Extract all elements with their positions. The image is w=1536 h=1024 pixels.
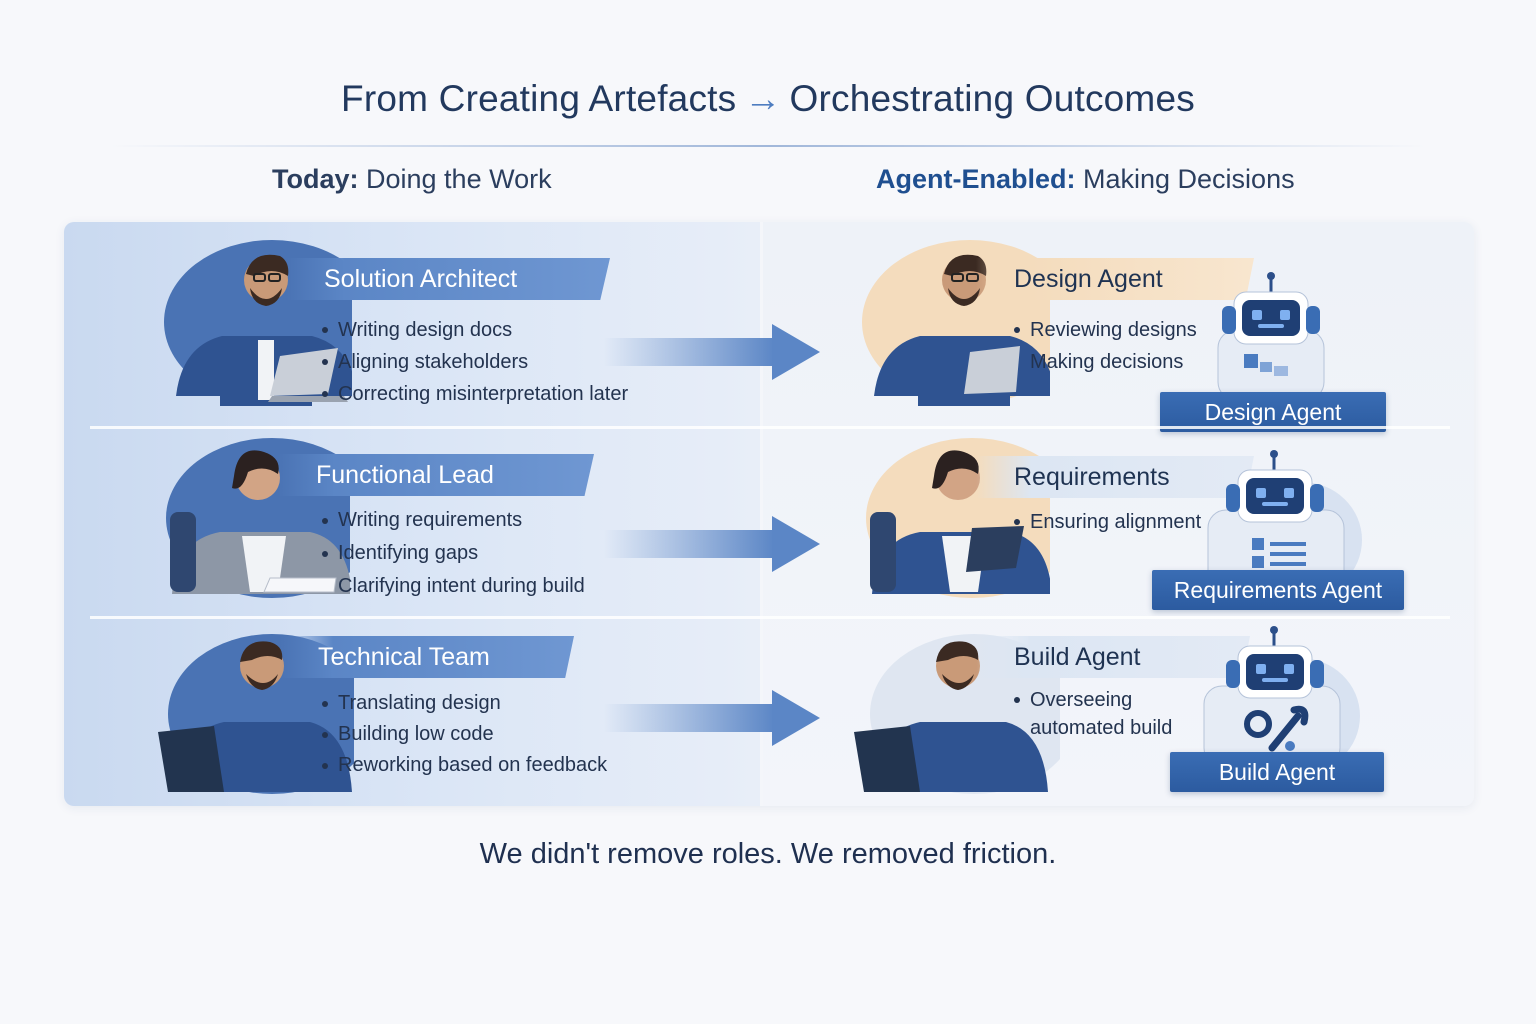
agent-task-list: Ensuring alignment [1014,506,1201,538]
agent-task-list: Reviewing designs Making decisions [1014,314,1197,378]
task-item: Clarifying intent during build [338,575,585,597]
role-tag-functional-lead: Functional Lead [278,454,594,496]
task-item: Writing requirements [322,504,585,537]
row-solution-architect: Solution Architect Writing design docs A… [64,222,1474,432]
role-tag-solution-architect: Solution Architect [286,258,610,300]
task-item: Correcting misinterpretation later [322,378,628,410]
task-item: Identifying gaps [322,537,585,570]
row-separator [90,616,1450,619]
role-tag-technical-team: Technical Team [280,636,574,678]
title-divider [110,145,1426,147]
agent-task-list: Overseeing automated build [1014,686,1172,742]
agent-badge-design: Design Agent [1160,392,1386,432]
task-item: Reworking based on feedback [322,750,607,781]
title-left: From Creating Artefacts [341,78,737,119]
task-item: Making decisions [1030,351,1184,373]
page-title: From Creating Artefacts→Orchestrating Ou… [0,78,1536,120]
task-item: Reviewing designs [1014,314,1197,346]
architect-person-icon [862,240,1050,406]
task-item: Overseeing [1014,686,1172,714]
row-separator [90,426,1450,429]
task-item: automated build [1030,717,1173,739]
transition-arrow-icon [604,690,820,746]
role-tag-requirements: Requirements [976,456,1254,498]
today-task-list: Writing requirements Identifying gaps Cl… [322,504,585,603]
robot-icon [1217,272,1325,400]
today-task-list: Translating design Building low code Rew… [322,688,607,781]
column-heading-today: Today: Doing the Work [272,164,552,194]
task-item: Translating design [322,688,607,719]
agent-badge-build: Build Agent [1170,752,1384,792]
transition-arrow-icon [604,324,820,380]
column-heading-agent-enabled: Agent-Enabled: Making Decisions [876,164,1295,194]
column-divider [760,222,763,806]
today-task-list: Writing design docs Aligning stakeholder… [322,314,628,410]
transition-arrow-icon [604,516,820,572]
title-arrow-icon: → [744,78,782,119]
footer-tagline: We didn't remove roles. We removed frict… [479,838,1057,870]
agent-badge-requirements: Requirements Agent [1152,570,1404,610]
task-item: Ensuring alignment [1014,506,1201,538]
task-item: Aligning stakeholders [322,346,628,378]
role-tag-design-agent: Design Agent [976,258,1254,300]
robot-icon [1203,626,1360,774]
row-functional-lead: Functional Lead Writing requirements Ide… [64,428,1474,618]
row-technical-team: Technical Team Translating design Buildi… [64,618,1474,806]
comparison-panel: Solution Architect Writing design docs A… [64,222,1474,806]
task-item: Building low code [322,719,607,750]
title-right: Orchestrating Outcomes [789,78,1195,119]
functional-lead-person-icon [166,438,350,598]
role-tag-build-agent: Build Agent [976,636,1250,678]
task-item: Writing design docs [322,314,628,346]
